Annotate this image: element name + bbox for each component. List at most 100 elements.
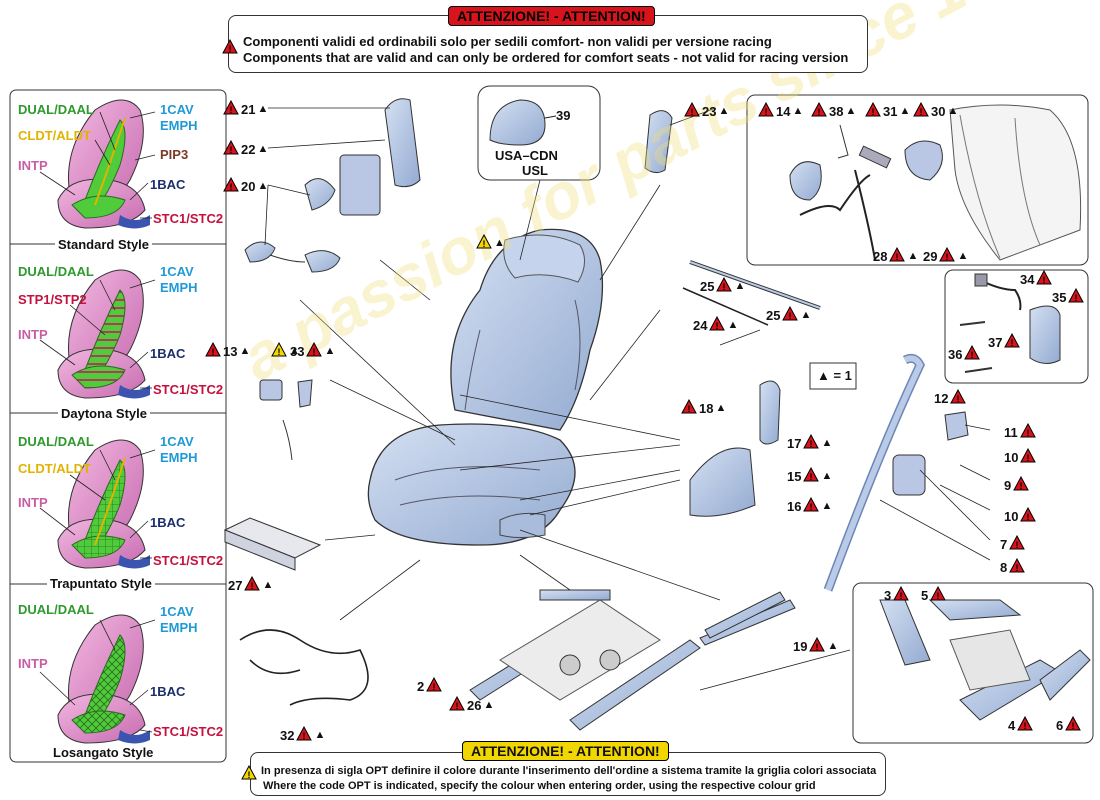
callout-number: 20 (241, 178, 256, 194)
quantity-triangle-icon: ▲ (957, 250, 969, 262)
callout-number: 38 (829, 103, 844, 119)
callout-number: 2 (417, 678, 425, 694)
callout-16: 16!▲ (787, 497, 832, 515)
callout-37: 37! (988, 333, 1021, 351)
svg-text:!: ! (248, 770, 251, 780)
callout-35: 35! (1052, 288, 1085, 306)
style-seat-losangato (57, 614, 150, 744)
warning-red-icon: ! (1009, 535, 1026, 553)
svg-text:!: ! (303, 731, 306, 741)
warning-red-icon: ! (758, 102, 774, 120)
bottom-notice-badge: ATTENZIONE! - ATTENTION! (462, 741, 669, 761)
callout-number: 4 (1008, 717, 1016, 733)
main-seat (367, 228, 604, 546)
svg-text:!: ! (810, 502, 813, 512)
svg-text:!: ! (230, 182, 233, 192)
callout-number: 22 (241, 141, 256, 157)
style-label: CLDT/ALDT (18, 128, 91, 143)
svg-text:!: ! (900, 591, 903, 601)
callout-20: !20▲ (223, 177, 268, 195)
callout-number: 5 (921, 587, 929, 603)
warning-red-icon: ! (1004, 333, 1021, 351)
callout-17: 17!▲ (787, 434, 832, 452)
style-seat-standard (57, 99, 150, 229)
callout-29: 29!▲ (923, 247, 968, 265)
callout-23: !23▲ (684, 102, 729, 120)
callout-30: !30▲ (913, 102, 958, 120)
bottom-notice-line-en: Where the code OPT is indicated, specify… (263, 780, 816, 792)
svg-text:!: ! (1075, 293, 1078, 303)
callout-28: 28!▲ (873, 247, 918, 265)
style-label: 1BAC (150, 515, 186, 530)
warning-red-icon: ! (244, 576, 261, 594)
callout-number: 9 (1004, 477, 1012, 493)
callout-18: !18▲ (681, 399, 726, 417)
svg-text:!: ! (957, 394, 960, 404)
callout-number: 27 (228, 577, 243, 593)
quantity-triangle-icon: ▲ (314, 729, 326, 741)
callout-number: 26 (467, 697, 482, 713)
callout-number: 25 (766, 307, 781, 323)
warning-red-icon: ! (803, 467, 820, 485)
svg-text:!: ! (816, 642, 819, 652)
quantity-triangle-icon: ▲ (727, 319, 739, 331)
warning-red-icon: ! (205, 342, 221, 360)
svg-text:!: ! (1027, 512, 1030, 522)
svg-text:!: ! (230, 145, 233, 155)
warning-red-icon: ! (1009, 558, 1026, 576)
warning-red-icon: ! (1065, 716, 1082, 734)
callout-number: 34 (1020, 271, 1035, 287)
callout-14: !14▲ (758, 102, 803, 120)
callout-number: 17 (787, 435, 802, 451)
callout-number: 10 (1004, 508, 1019, 524)
callout-2: 2! (417, 677, 443, 695)
warning-red-icon: ! (782, 306, 799, 324)
callout-number: 7 (1000, 536, 1008, 552)
callout-number: 23 (702, 103, 717, 119)
callout-number: 8 (1000, 559, 1008, 575)
style-label: EMPH (160, 620, 198, 635)
warning-red-icon: ! (223, 140, 239, 158)
quantity-triangle-icon: ▲ (289, 345, 300, 357)
quantity-triangle-icon: ▲ (821, 470, 833, 482)
svg-text:!: ! (810, 472, 813, 482)
quantity-triangle-icon: ▲ (821, 437, 833, 449)
quantity-triangle-icon: ▲ (734, 280, 746, 292)
svg-text:!: ! (278, 347, 281, 357)
svg-text:!: ! (456, 701, 459, 711)
warning-red-icon: ! (306, 342, 323, 360)
svg-text:!: ! (789, 311, 792, 321)
callout-number: 30 (931, 103, 946, 119)
svg-text:!: ! (937, 591, 940, 601)
quantity-triangle-icon: ▲ (845, 105, 857, 117)
callout-11: 11! (1004, 423, 1036, 441)
style-label: 1BAC (150, 346, 186, 361)
callout-number: 13 (223, 343, 238, 359)
style-label: STC1/STC2 (153, 211, 224, 226)
svg-text:!: ! (483, 239, 486, 249)
style-label: 1CAV (160, 604, 194, 619)
callout-33: 33!▲ (290, 342, 335, 360)
warning-red-icon: ! (811, 102, 827, 120)
svg-text:!: ! (971, 350, 974, 360)
warning-red-icon: ! (1019, 423, 1036, 441)
style-name-daytona: Daytona Style (58, 406, 150, 421)
style-label: PIP3 (160, 147, 189, 162)
svg-text:!: ! (251, 581, 254, 591)
callout-number: 6 (1056, 717, 1064, 733)
callout-number: 15 (787, 468, 802, 484)
warning-red-icon: ! (803, 434, 820, 452)
warning-red-icon: ! (950, 389, 967, 407)
style-label: 1CAV (160, 264, 194, 279)
callout-15: 15! ▲ (787, 467, 832, 485)
callout-38: !38▲ (811, 102, 856, 120)
style-label: STC1/STC2 (153, 724, 224, 739)
callout-10: 10! (1004, 507, 1037, 525)
quantity-triangle-icon: ▲ (947, 105, 959, 117)
style-label: EMPH (160, 450, 198, 465)
callout-8: 8! (1000, 558, 1026, 576)
callout-number: 37 (988, 334, 1003, 350)
style-label: DUAL/DAAL (18, 264, 94, 279)
quantity-triangle-icon: ▲ (792, 105, 804, 117)
